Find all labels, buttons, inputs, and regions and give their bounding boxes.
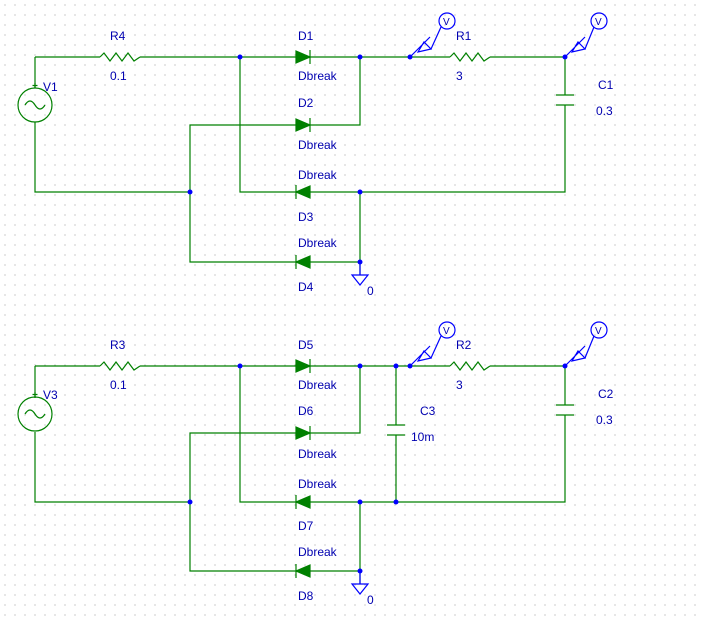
d7-model: Dbreak — [298, 477, 338, 491]
d7-label: D7 — [298, 519, 314, 533]
top-circuit: V1 R4 0.1 D1 Dbreak D2 Dbreak Dbreak D3 — [17, 12, 614, 298]
resistor-r3[interactable] — [99, 361, 141, 371]
v1-label: V1 — [43, 80, 58, 94]
c2-value: 0.3 — [596, 413, 613, 427]
r2-label: R2 — [456, 338, 472, 352]
d4-model: Dbreak — [298, 236, 338, 250]
voltage-probe-2[interactable]: V — [564, 12, 608, 58]
d4-label: D4 — [298, 280, 314, 294]
voltage-probe-4[interactable]: V — [564, 321, 608, 367]
ground-label: 0 — [367, 284, 374, 298]
diode-d3[interactable] — [290, 185, 319, 199]
c1-label: C1 — [598, 78, 614, 92]
c1-value: 0.3 — [596, 104, 613, 118]
diode-d6[interactable] — [290, 426, 319, 440]
d3-label: D3 — [298, 210, 314, 224]
r3-label: R3 — [110, 338, 126, 352]
capacitor-c1[interactable] — [556, 94, 574, 106]
c3-label: C3 — [420, 404, 436, 418]
capacitor-c3[interactable] — [387, 424, 405, 436]
voltage-probe-3[interactable]: V — [409, 321, 456, 367]
capacitor-c2[interactable] — [556, 404, 574, 416]
voltage-probe-1[interactable]: V — [409, 12, 456, 58]
c2-label: C2 — [598, 387, 614, 401]
d3-model: Dbreak — [298, 168, 338, 182]
bottom-circuit: V3 R3 0.1 D5 Dbreak D6 Dbreak Dbreak D7 … — [17, 321, 614, 607]
d5-model: Dbreak — [298, 378, 338, 392]
diode-d1[interactable] — [290, 50, 319, 64]
d5-label: D5 — [298, 338, 314, 352]
diode-d8[interactable] — [290, 564, 319, 578]
resistor-r4[interactable] — [99, 52, 141, 62]
junction-dots — [187, 363, 568, 574]
probe-1-letter: V — [443, 17, 450, 28]
c3-value: 10m — [411, 430, 434, 444]
junction-dots — [187, 54, 568, 265]
voltage-source-v1[interactable] — [17, 83, 53, 123]
ground-label: 0 — [367, 593, 374, 607]
diode-d7[interactable] — [290, 495, 319, 509]
diode-d5[interactable] — [290, 359, 319, 373]
probe-3-letter: V — [443, 326, 450, 337]
r1-label: R1 — [456, 29, 472, 43]
probe-2-letter: V — [595, 17, 602, 28]
diode-d2[interactable] — [290, 118, 319, 132]
r4-label: R4 — [110, 29, 126, 43]
d1-model: Dbreak — [298, 69, 338, 83]
d2-model: Dbreak — [298, 138, 338, 152]
voltage-source-v3[interactable] — [17, 392, 53, 432]
r1-value: 3 — [456, 69, 463, 83]
d6-model: Dbreak — [298, 447, 338, 461]
d8-model: Dbreak — [298, 545, 338, 559]
d1-label: D1 — [298, 29, 314, 43]
v3-label: V3 — [43, 388, 58, 402]
d6-label: D6 — [298, 404, 314, 418]
d2-label: D2 — [298, 96, 314, 110]
r2-value: 3 — [456, 378, 463, 392]
resistor-r2[interactable] — [449, 361, 491, 371]
d8-label: D8 — [298, 589, 314, 603]
r3-value: 0.1 — [110, 378, 127, 392]
r4-value: 0.1 — [110, 69, 127, 83]
resistor-r1[interactable] — [449, 52, 491, 62]
diode-d4[interactable] — [290, 255, 319, 269]
probe-4-letter: V — [595, 326, 602, 337]
